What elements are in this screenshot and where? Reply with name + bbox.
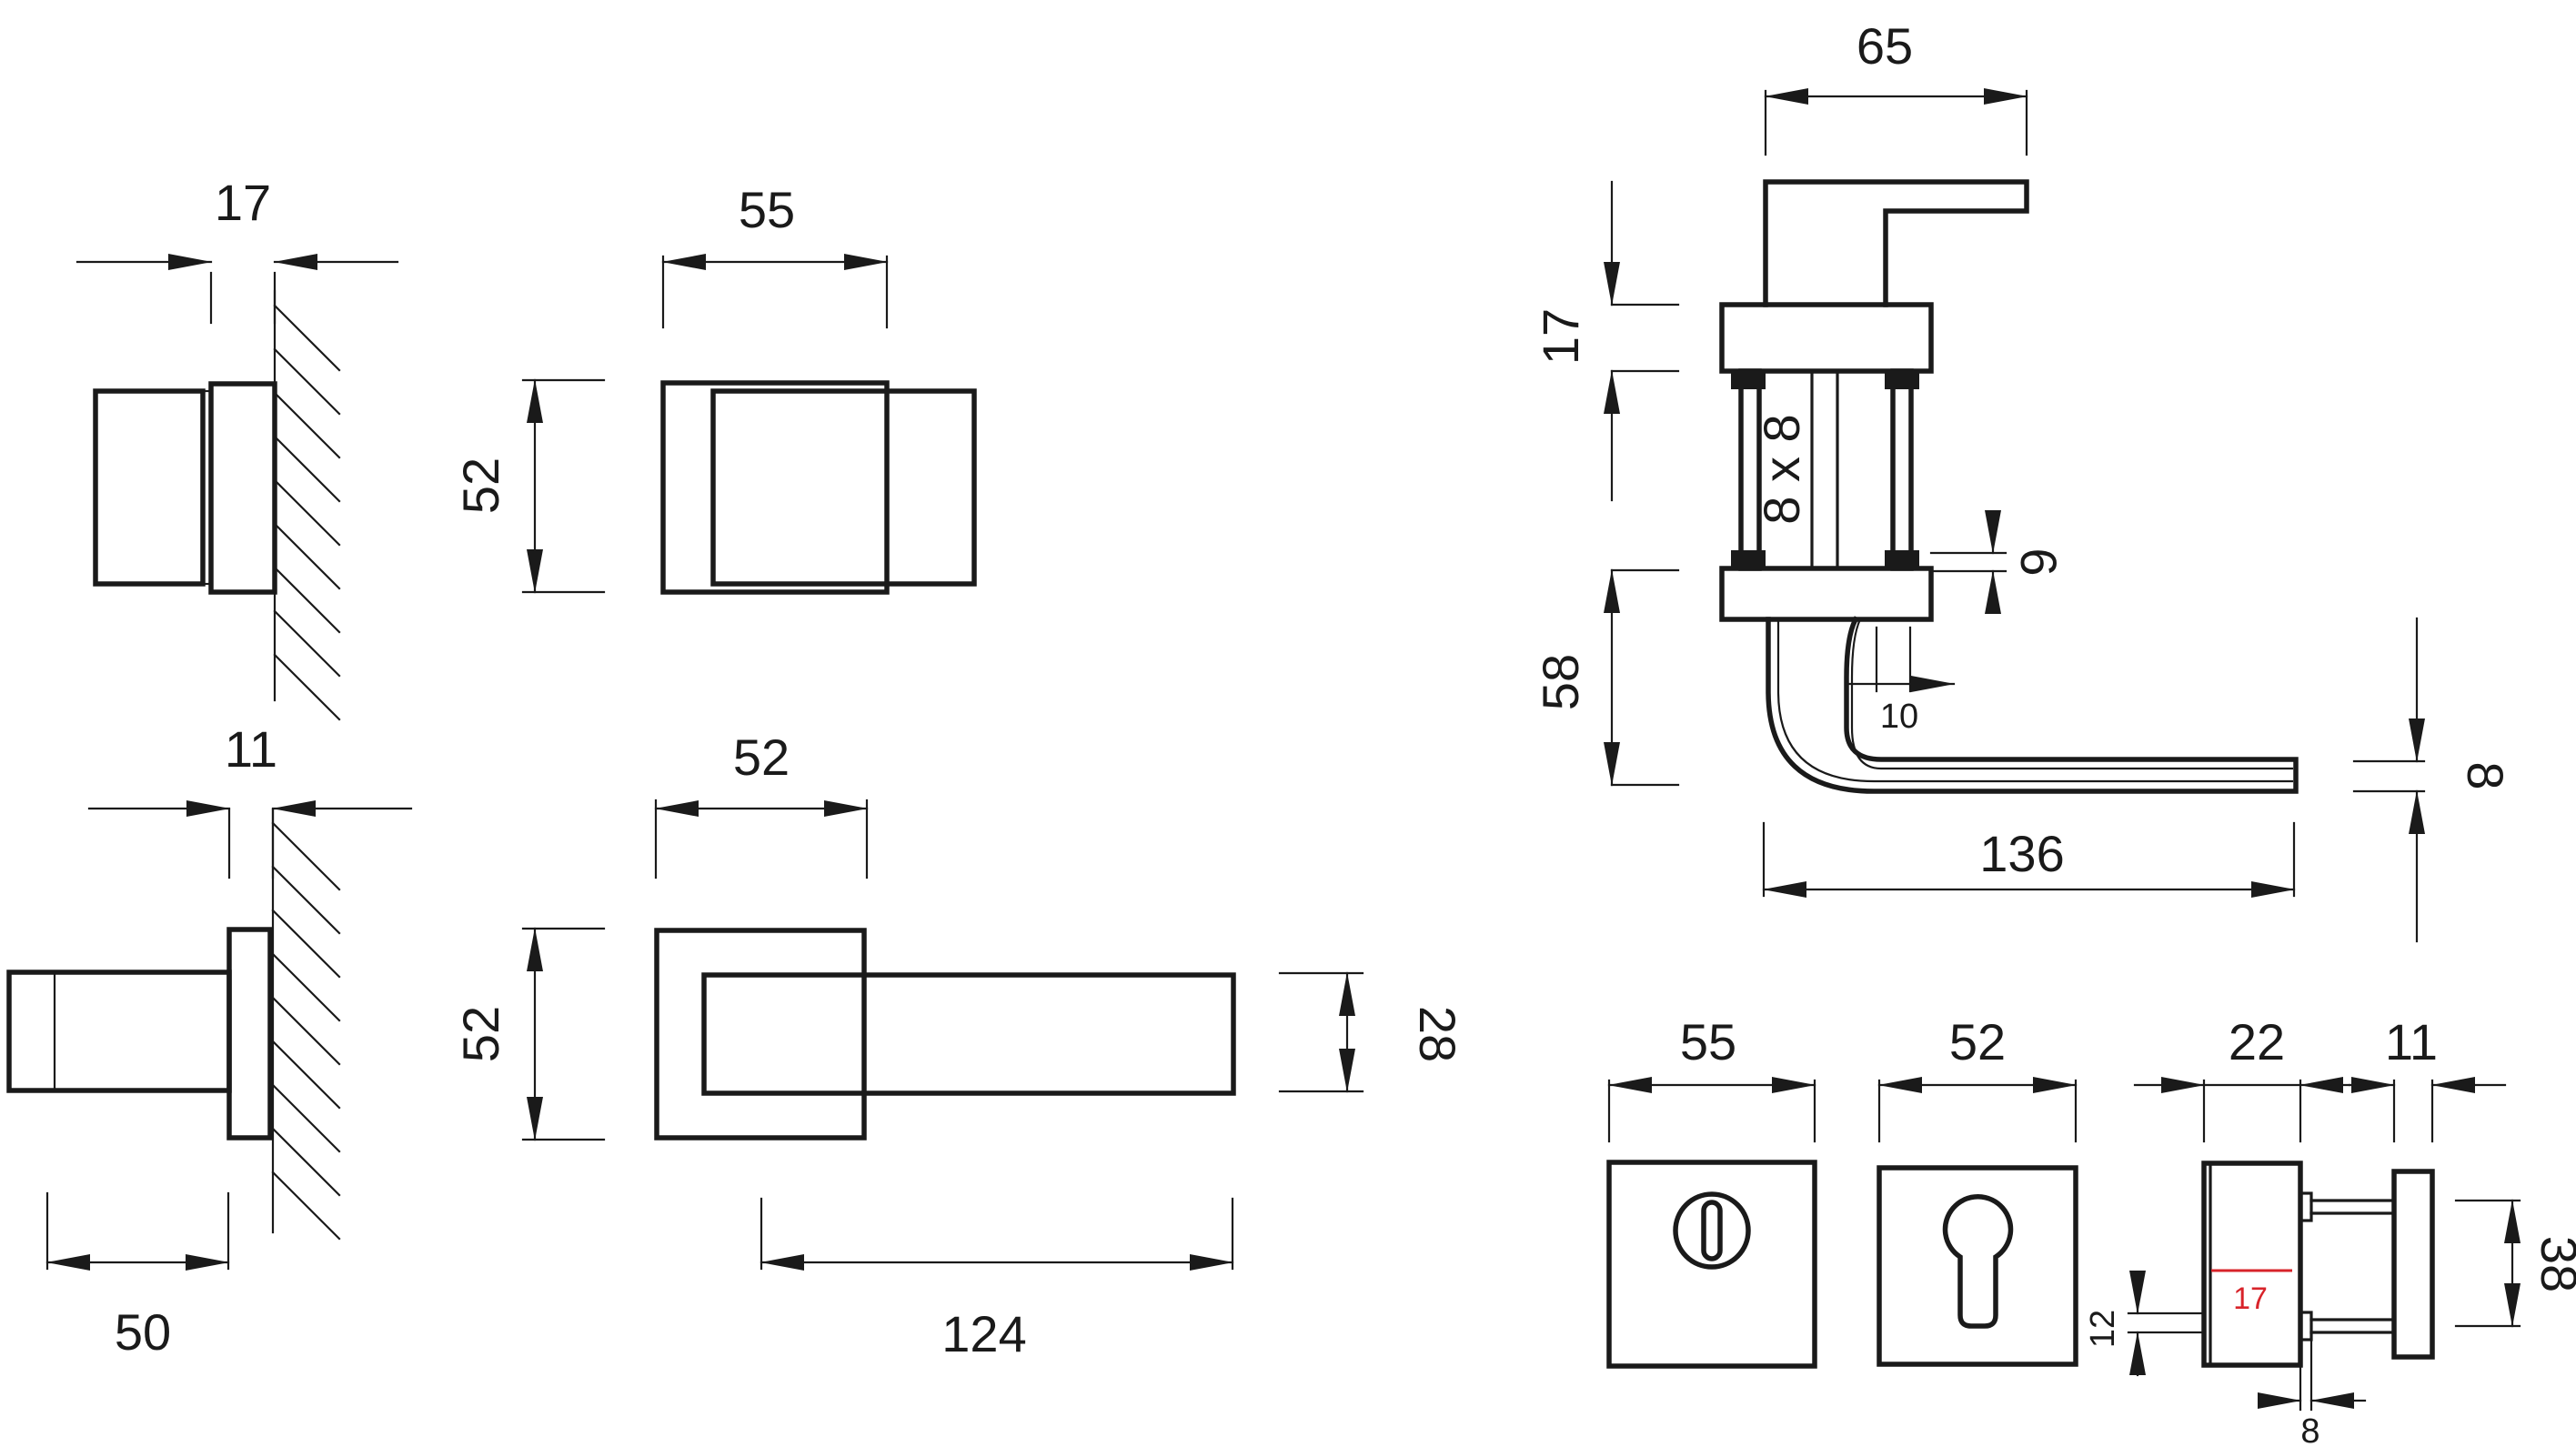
wall-hatching-bottom	[271, 808, 341, 1241]
dim-label-11-a: 11	[225, 720, 277, 778]
dim-label-38: 38	[2531, 1236, 2576, 1292]
wall-hatching-top	[273, 289, 341, 721]
dim-label-8x8: 8 x 8	[1753, 414, 1810, 524]
dim-label-55-b: 55	[1680, 1013, 1736, 1070]
dim-label-52-c: 52	[452, 1006, 509, 1062]
rose-profile-lever	[226, 927, 273, 1141]
dim-label-22: 22	[2229, 1013, 2285, 1070]
dim-label-17-red: 17	[2233, 1281, 2268, 1316]
dim-label-52-a: 52	[452, 457, 509, 514]
escutcheon-views: 55 52 17 22 11 38	[1606, 1013, 2576, 1447]
lever-curve-outer	[1766, 616, 2299, 794]
knob-profile	[93, 388, 206, 587]
dim-label-52-b: 52	[733, 729, 790, 786]
dim-label-52-d: 52	[1949, 1013, 2006, 1070]
dim-label-124: 124	[941, 1305, 1026, 1362]
dim-label-8-a: 8	[2457, 761, 2514, 789]
cylinder-escutcheon	[1877, 1165, 2078, 1367]
rose-profile	[208, 381, 277, 595]
spindle	[1810, 369, 1839, 570]
lever-top-view: 8 x 8 65 17 6 58 10	[1532, 17, 2514, 943]
rose-square-lever	[654, 928, 867, 1141]
knob-front-view: 55 52	[452, 181, 977, 595]
wc-escutcheon	[1606, 1160, 1817, 1369]
dim-label-10: 10	[1880, 698, 1918, 736]
rose-square	[660, 380, 890, 595]
dim-label-11-b: 11	[2385, 1013, 2438, 1070]
knob-side-view: 17	[75, 174, 399, 721]
dim-label-17-b: 17	[1532, 308, 1589, 365]
dim-label-55-a: 55	[739, 181, 795, 238]
upper-lever-outline	[1763, 179, 2029, 307]
dim-label-58: 58	[1532, 654, 1589, 710]
dim-label-6: 6	[2010, 548, 2068, 576]
dim-label-28: 28	[1409, 1006, 1466, 1062]
dim-label-50: 50	[115, 1303, 171, 1361]
dim-label-17-a: 17	[215, 174, 271, 231]
lever-bar	[701, 972, 1236, 1096]
cylinder-keyhole	[1942, 1194, 2014, 1329]
lower-rose	[1719, 566, 1934, 622]
escutcheon-side-rose	[2391, 1169, 2435, 1360]
lever-front-view: 52 52 28 124	[452, 729, 1466, 1362]
dim-label-136: 136	[1979, 825, 2064, 882]
dim-label-12: 12	[2084, 1310, 2122, 1348]
upper-rose	[1719, 302, 1934, 374]
knob-face	[710, 388, 977, 587]
dim-label-8-b: 8	[2300, 1412, 2319, 1447]
lever-profile	[6, 970, 232, 1093]
lever-side-view: 11 50	[6, 720, 413, 1361]
escutcheon-side-body	[2201, 1161, 2303, 1368]
dim-label-65: 65	[1857, 17, 1913, 75]
